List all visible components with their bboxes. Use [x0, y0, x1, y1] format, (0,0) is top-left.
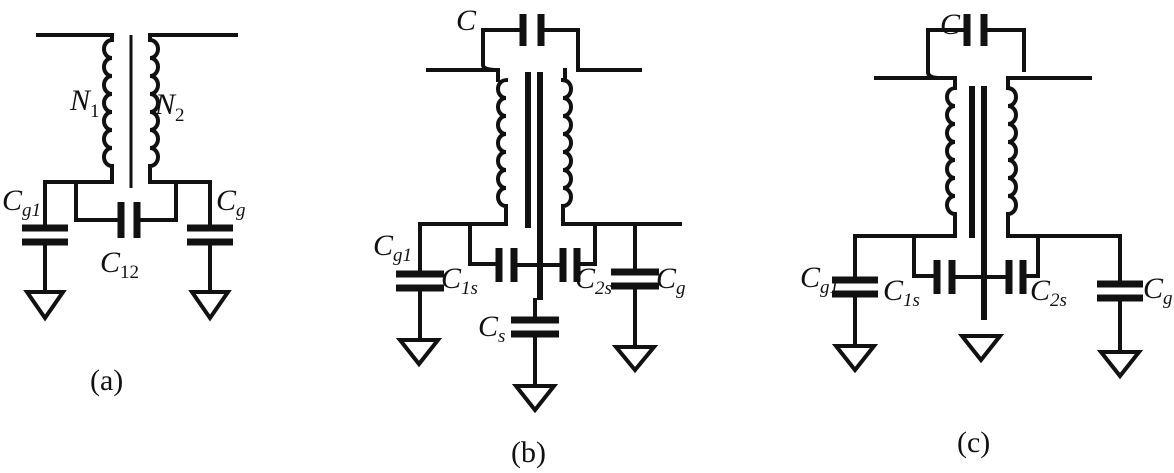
caption-c: (c) — [957, 426, 990, 459]
secondary-winding — [560, 77, 682, 226]
cg-capacitor — [611, 268, 659, 290]
cg1-capacitor — [396, 270, 444, 292]
diagram-a: N1 N2 Cg1 Cg C12 (a) — [2, 33, 246, 397]
c12-capacitor — [117, 202, 141, 238]
c12-left-wire — [74, 180, 120, 222]
c-top-wires — [926, 28, 1026, 72]
c-top-left-drop — [926, 28, 943, 81]
c-label: C — [456, 4, 477, 37]
ground-icon — [188, 290, 232, 322]
primary-winding — [853, 85, 958, 238]
c1s-capacitor — [495, 248, 518, 282]
cs-capacitor — [511, 316, 559, 338]
n1-label: N1 — [69, 84, 100, 122]
ground-icon — [511, 384, 559, 414]
cg1-label: Cg1 — [373, 229, 412, 266]
cg1-label: Cg1 — [800, 261, 839, 298]
c2s-capacitor — [1005, 260, 1027, 294]
cg-capacitor — [187, 224, 233, 246]
c1s-label: C1s — [441, 262, 478, 299]
c-top-wires — [481, 28, 580, 72]
c2s-label: C2s — [1030, 274, 1067, 311]
c-capacitor — [963, 14, 988, 46]
cg-label: Cg — [1143, 272, 1173, 309]
ground-icon — [957, 334, 1005, 364]
c2s-wire — [578, 222, 597, 266]
ground-icon — [831, 344, 879, 374]
cs-label: Cs — [478, 310, 505, 347]
secondary-winding — [148, 33, 160, 184]
caption-b: (b) — [511, 436, 546, 469]
ground-icon — [395, 338, 443, 368]
c1s-wire — [912, 234, 936, 278]
cg-label: Cg — [656, 262, 686, 299]
primary-top-lead — [426, 68, 500, 82]
c-capacitor — [519, 14, 545, 46]
c2s-wire — [1024, 234, 1040, 278]
c2s-capacitor — [559, 248, 581, 282]
cg-label: Cg — [216, 184, 246, 221]
diagram-c: C Cg1 C1s C2s Cg (c) — [800, 8, 1173, 459]
secondary-winding — [1005, 85, 1122, 238]
ground-icon — [611, 345, 659, 374]
diagram-b: C Cg1 C1s C2s Cg Cs (b) — [373, 4, 686, 469]
c1s-label: C1s — [883, 274, 920, 311]
n2-label: N2 — [154, 88, 185, 126]
cg1-capacitor — [22, 224, 68, 246]
primary-winding — [418, 77, 509, 226]
ground-icon — [1096, 350, 1144, 380]
caption-a: (a) — [90, 364, 123, 397]
primary-top-lead — [874, 76, 957, 90]
ground-icon — [23, 290, 67, 322]
c-label: C — [940, 8, 961, 41]
c1s-wire — [468, 222, 498, 266]
cg-capacitor — [1097, 280, 1143, 302]
c12-right-wire — [138, 180, 178, 222]
primary-winding — [102, 33, 114, 184]
c2s-label: C2s — [575, 262, 612, 299]
c-top-left-drop — [481, 28, 501, 73]
c1s-capacitor — [933, 260, 956, 294]
cg1-label: Cg1 — [2, 184, 41, 221]
c12-label: C12 — [100, 246, 139, 283]
